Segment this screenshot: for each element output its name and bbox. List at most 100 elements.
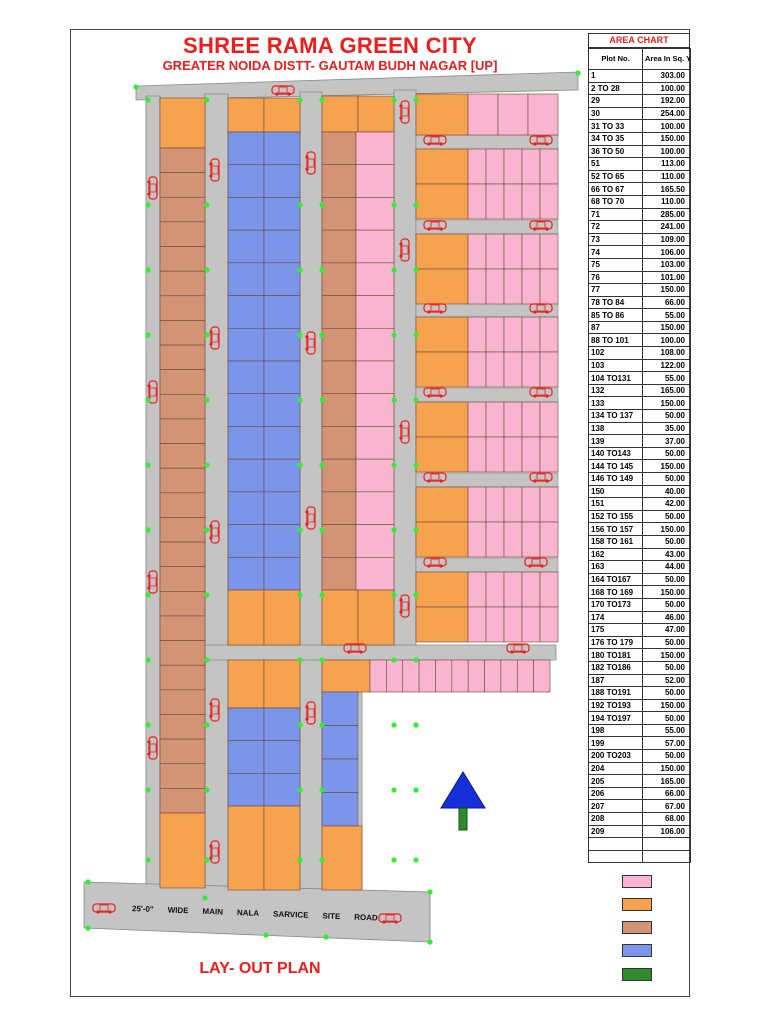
plot [485, 183, 505, 220]
plot-area-cell: 100.00 [642, 81, 691, 96]
plot-area-cell: 285.00 [642, 207, 691, 222]
plot-area-cell: 150.00 [642, 522, 691, 536]
plot-number-cell: 30 [588, 106, 643, 121]
plot [485, 351, 505, 388]
survey-node [204, 657, 210, 663]
plot [159, 221, 206, 247]
road-segment [204, 93, 229, 891]
survey-node [413, 722, 419, 728]
plot [521, 268, 541, 305]
plot [357, 95, 395, 133]
plot-number-cell: 206 [588, 786, 643, 801]
layout-plan-label: LAY- OUT PLAN [199, 960, 321, 977]
survey-node [391, 592, 397, 598]
plot [503, 521, 523, 558]
survey-node [413, 332, 419, 338]
plot [263, 773, 301, 807]
plot [451, 659, 469, 693]
survey-node [85, 925, 91, 931]
plot [263, 327, 301, 362]
plot [263, 131, 301, 166]
car-icon [524, 557, 548, 568]
plot-number-cell: 187 [588, 673, 643, 688]
plot [159, 615, 206, 641]
plot [227, 295, 265, 329]
plot-number-cell: 74 [588, 245, 643, 259]
plot [263, 740, 301, 774]
survey-node [297, 857, 303, 863]
plot-number-cell: 36 TO 50 [588, 144, 643, 159]
plot-area-cell: 303.00 [642, 69, 691, 83]
plot-area-cell: 110.00 [642, 194, 691, 209]
plot-area-cell: 57.00 [642, 736, 691, 751]
plot-number-cell: 209 [588, 824, 643, 839]
plot-number-cell: 139 [588, 434, 643, 448]
legend-swatch-pink [622, 875, 652, 888]
plot-number-cell: 51 [588, 157, 643, 171]
plot [415, 401, 469, 438]
plot [263, 426, 301, 460]
plot [355, 393, 395, 427]
column-header-plot-no: Plot No. [588, 48, 643, 70]
plot [485, 233, 505, 270]
plot-number-cell: 198 [588, 723, 643, 738]
plot [521, 148, 541, 185]
survey-node [297, 657, 303, 663]
plot [159, 270, 206, 297]
plot-number-cell: 194 TO197 [588, 711, 643, 725]
plot [485, 401, 505, 438]
cars-layer [92, 85, 553, 924]
plot-area-cell: 50.00 [642, 534, 691, 549]
plot [539, 401, 559, 438]
plot [527, 93, 559, 136]
plot [227, 707, 265, 741]
plot-area-cell: 50.00 [642, 409, 691, 423]
plot [539, 521, 559, 558]
survey-node [391, 97, 397, 103]
plot-number-cell: 140 TO143 [588, 446, 643, 461]
plot [227, 556, 265, 591]
plot [533, 659, 551, 693]
survey-node [413, 527, 419, 533]
survey-node [297, 202, 303, 208]
survey-node [391, 397, 397, 403]
plot-area-cell: 68.00 [642, 812, 691, 826]
plot [321, 556, 357, 591]
plot [227, 393, 265, 427]
plot [159, 714, 206, 740]
survey-node [575, 70, 581, 76]
plot [521, 521, 541, 558]
plot-area-cell: 35.00 [642, 421, 691, 436]
plot-area-cell: 150.00 [642, 585, 691, 599]
plot [159, 517, 206, 543]
survey-node [145, 787, 151, 793]
plot [321, 725, 359, 760]
survey-node [297, 462, 303, 468]
plot [159, 640, 206, 666]
area-chart-title: AREA CHART [588, 33, 690, 48]
plot-area-cell: 46.00 [642, 610, 691, 625]
survey-node [297, 397, 303, 403]
plot [263, 164, 301, 198]
car-icon [147, 736, 158, 760]
plot-area-cell: 241.00 [642, 220, 691, 234]
survey-node [391, 202, 397, 208]
plot [321, 295, 357, 329]
plot-number-cell: 162 [588, 547, 643, 562]
plot-area-cell: 55.00 [642, 371, 691, 385]
plot [159, 172, 206, 198]
car-icon [423, 472, 447, 483]
